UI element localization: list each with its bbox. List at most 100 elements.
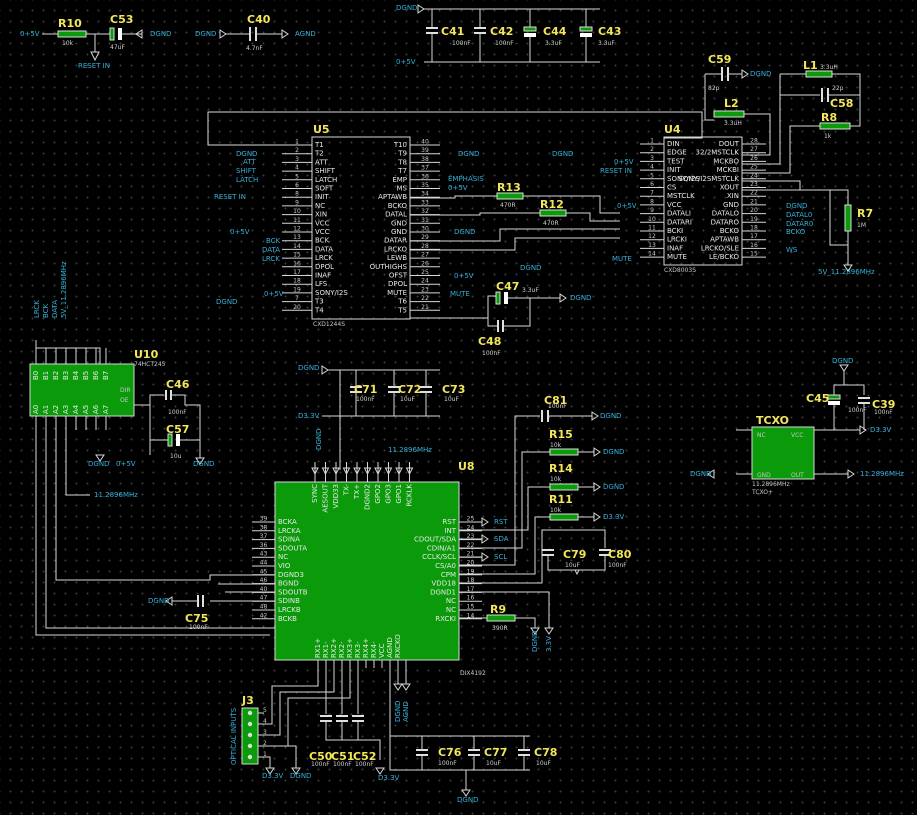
val-c44: 3.3uF	[545, 40, 562, 47]
pin-name: SHIFT	[315, 167, 336, 175]
net-dgnd-u5r: DGND	[458, 150, 479, 158]
pin-name: CS/A0	[435, 562, 456, 570]
net-plus5v-u10: 0+5V	[116, 460, 136, 468]
pin-name: AGND	[386, 637, 394, 658]
inductor-l2[interactable]	[713, 110, 745, 118]
ref-u4: U4	[664, 123, 681, 136]
pin-num: 5	[650, 172, 654, 179]
ref-r8: R8	[821, 111, 837, 124]
pin-num: 28	[750, 138, 758, 145]
pin-name: B5	[82, 371, 90, 380]
pin-name: INAF	[667, 244, 683, 252]
net-datal0: DATAL0	[786, 211, 812, 219]
pin-name: DATALI	[667, 210, 691, 218]
pin-name: DATALO	[712, 210, 740, 218]
pin-name: CCLK/SCL	[422, 553, 456, 561]
net-d33v-j3: D3.3V	[262, 772, 284, 780]
pin-num: 24	[421, 278, 429, 285]
resistor-r10[interactable]	[57, 30, 87, 38]
pin-name: INT	[444, 527, 456, 535]
tcxo-nc: NC	[757, 432, 766, 439]
net-plus5v-u4: 0+5V	[614, 158, 634, 166]
pin-name: T1	[314, 141, 324, 149]
pin-num: 9	[650, 207, 654, 214]
net-dgnd-j3: DGND	[290, 772, 311, 780]
bottom-cap-bank: C76 100nF C77 10uF C78 10uF DGND DGND AG…	[389, 660, 557, 804]
pin-name: RX4-	[370, 641, 378, 658]
pin-name: SONY/I2S	[667, 175, 700, 183]
resistor-r11[interactable]	[549, 513, 579, 521]
net-datar0: DATAR0	[786, 220, 813, 228]
pin-num: 40	[260, 586, 268, 593]
pin-num: 43	[260, 551, 268, 558]
net-dgnd-u10b: DGND	[193, 460, 214, 468]
net-mute-u5: MUTE	[450, 290, 470, 298]
resistor-r7[interactable]	[844, 204, 852, 232]
pin-name: NC	[446, 606, 456, 614]
pin-num: 15	[467, 604, 475, 611]
tcxo-vcc: VCC	[791, 432, 803, 439]
pin-name: RX2+	[330, 638, 338, 658]
pin-name: MUTE	[667, 253, 687, 261]
ref-c51: C51	[331, 750, 354, 763]
net-dgnd-u10: DGND	[88, 460, 109, 468]
net-dgnd-u5r3: DGND	[520, 264, 541, 272]
val-r14: 10k	[550, 476, 562, 483]
tcxo-gnd: GND	[757, 472, 771, 479]
val-l1: 3.3uH	[820, 64, 838, 71]
resistor-r15[interactable]	[549, 448, 579, 456]
pin-name: DPOL	[388, 280, 407, 288]
tcxo-freq: 11.2896MHz	[752, 481, 790, 488]
val-c81: 100nF	[548, 403, 567, 410]
net-clk-u8: 11.2896MHz	[388, 446, 432, 454]
ref-c50: C50	[309, 750, 333, 763]
net-rst: RST	[494, 518, 508, 526]
val-c59: 82p	[708, 85, 720, 92]
r10-c53-group: 0+5V R10 10k RESET IN C53 47uF DGND DGND…	[20, 13, 316, 70]
pin-num: 1	[295, 139, 299, 146]
pin-name: DGND3	[278, 571, 304, 579]
pin-name: B3	[62, 371, 70, 380]
val-c46: 100nF	[168, 409, 187, 416]
pin-name: APTAWB	[710, 236, 739, 244]
val-c53: 47uF	[110, 44, 125, 51]
pin-num: 17	[750, 233, 758, 240]
val-c79: 10uF	[565, 562, 580, 569]
pin-num: 21	[750, 198, 758, 205]
connector-j3[interactable]: J3 OPTICAL INPUTS 54 32 1 D3.3V DGND	[230, 660, 351, 780]
ref-c46: C46	[166, 378, 190, 391]
pin-num: 15	[750, 251, 758, 258]
tcxo-oscillator[interactable]: TCXO NC VCC GND OUT 11.2896MHz TCXO+ DGN…	[690, 357, 904, 496]
ref-c78: C78	[534, 746, 557, 759]
pin-name: 32/2MSTCLK	[696, 149, 740, 157]
net-plus5v-u5r: 0+5V	[448, 184, 468, 192]
pin-name: A1	[42, 405, 50, 414]
ref-c81: C81	[544, 394, 567, 407]
val-c77: 10uF	[486, 760, 501, 767]
pin-name: DATAR	[384, 237, 407, 245]
pin-name: B0	[32, 371, 40, 380]
net-dgnd-c45: DGND	[832, 357, 853, 365]
pin-name: VCC	[667, 201, 682, 209]
pin-num: 4	[295, 165, 299, 172]
pin-name: MS	[397, 185, 408, 193]
pin-name: BCKO	[388, 202, 408, 210]
pin-name: XIN	[315, 211, 327, 219]
ref-c40: C40	[247, 13, 271, 26]
val-r10: 10k	[62, 40, 74, 47]
net-scl: SCL	[494, 553, 507, 561]
pin-num: 26	[421, 260, 429, 267]
pin-name: T3	[314, 298, 324, 306]
pin-num: 27	[750, 146, 758, 153]
pin-num: 48	[260, 604, 268, 611]
pin-name: RX3+	[346, 638, 354, 658]
ref-c77: C77	[484, 746, 507, 759]
resistor-r14[interactable]	[549, 483, 579, 491]
pin-name: BCKA	[278, 518, 297, 526]
pin-name: EMP	[392, 176, 407, 184]
val-c52: 100nF	[355, 761, 374, 768]
